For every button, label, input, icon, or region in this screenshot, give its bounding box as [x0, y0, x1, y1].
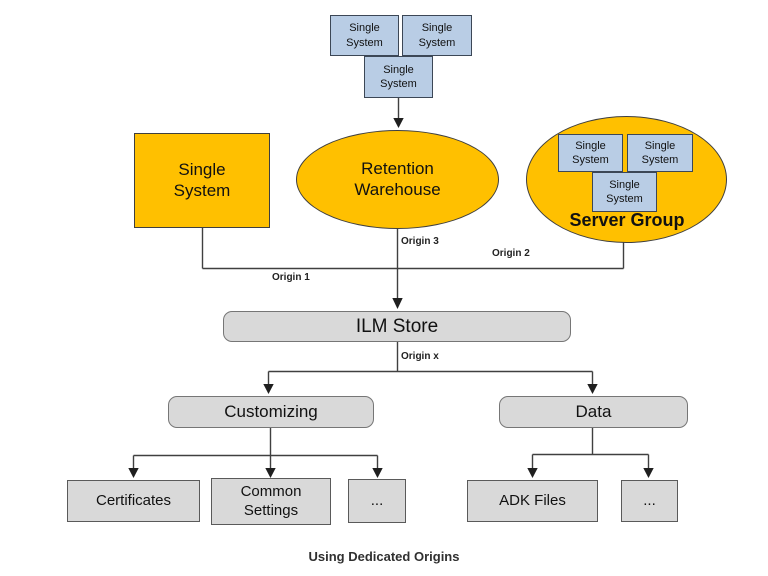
origin-3-label: Origin 3: [401, 236, 439, 247]
node-label: Certificates: [95, 491, 172, 509]
node-label: Single System: [173, 159, 231, 200]
origin-1-label: Origin 1: [272, 272, 310, 283]
server-group-single-system-3: Single System: [592, 172, 657, 212]
node-label: Single System: [346, 22, 383, 49]
origin-2-label: Origin 2: [492, 248, 530, 259]
node-label: Single System: [606, 178, 643, 205]
adk-files-box: ADK Files: [467, 480, 598, 522]
node-label: Single System: [380, 63, 417, 90]
customizing-box: Customizing: [168, 396, 374, 428]
feeder-single-system-2: Single System: [402, 15, 472, 56]
node-label: ...: [370, 491, 384, 509]
retention-warehouse-ellipse: Retention Warehouse: [296, 130, 499, 229]
feeder-single-system-3: Single System: [364, 56, 433, 98]
node-label: Common Settings: [240, 482, 302, 519]
node-label: ...: [643, 491, 656, 509]
customizing-more-box: ...: [348, 479, 406, 523]
common-settings-box: Common Settings: [211, 478, 331, 525]
node-label: ADK Files: [499, 491, 566, 509]
ilm-store-box: ILM Store: [223, 311, 571, 342]
node-label: Retention Warehouse: [354, 158, 441, 199]
origin-x-label: Origin x: [401, 351, 439, 362]
server-group-single-system-2: Single System: [627, 134, 693, 172]
node-label: Single System: [572, 139, 609, 166]
node-label: Data: [575, 401, 612, 421]
data-box: Data: [499, 396, 688, 428]
node-label: ILM Store: [355, 315, 439, 337]
diagram-caption: Using Dedicated Origins: [308, 549, 460, 564]
server-group-single-system-1: Single System: [558, 134, 623, 172]
node-label: Single System: [418, 22, 456, 49]
certificates-box: Certificates: [67, 480, 200, 522]
node-label: Customizing: [224, 401, 318, 421]
feeder-single-system-1: Single System: [330, 15, 399, 56]
server-group-label: Server Group: [569, 210, 685, 231]
node-label: Single System: [641, 139, 679, 166]
single-system-box: Single System: [134, 133, 270, 228]
data-more-box: ...: [621, 480, 678, 522]
